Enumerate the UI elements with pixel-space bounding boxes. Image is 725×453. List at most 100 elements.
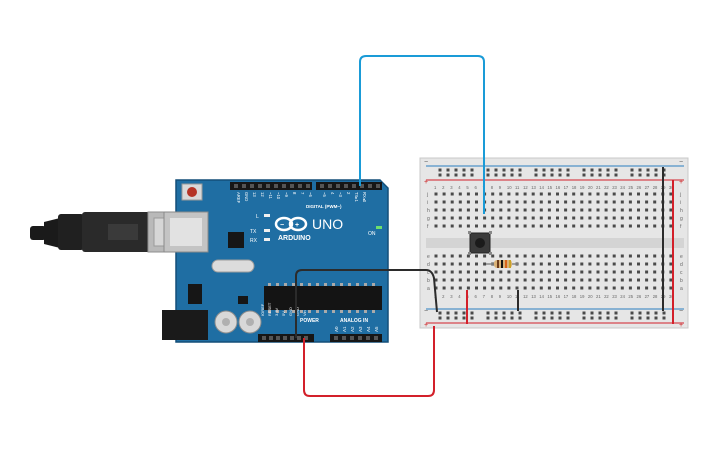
column-number-bottom: 12: [523, 294, 528, 299]
column-number-top: 8: [491, 185, 494, 190]
header-pin[interactable]: [328, 184, 332, 188]
analog-pin[interactable]: [366, 336, 370, 340]
column-number-top: 20: [588, 185, 593, 190]
header-pin[interactable]: [306, 184, 310, 188]
digital-pin-label: ~9: [284, 192, 289, 197]
header-pin[interactable]: [344, 184, 348, 188]
digital-header-right[interactable]: [316, 182, 382, 190]
dc-power-jack[interactable]: [162, 310, 208, 340]
column-number-bottom: 8: [491, 294, 494, 299]
digital-pin-label: ~3: [338, 192, 343, 197]
usb-chip: [228, 232, 244, 248]
digital-header-left[interactable]: [230, 182, 312, 190]
row-letter: j: [679, 192, 681, 198]
header-pin[interactable]: [360, 184, 364, 188]
column-number-top: 13: [531, 185, 536, 190]
row-letter: g: [680, 216, 683, 222]
analog-pin[interactable]: [350, 336, 354, 340]
power-pin[interactable]: [262, 336, 266, 340]
power-pin[interactable]: [297, 336, 301, 340]
breadboard[interactable]: 1122334455667788991010111112121313141415…: [419, 157, 689, 329]
column-number-bottom: 23: [612, 294, 617, 299]
rail-plus-top-right: +: [679, 179, 683, 186]
reset-button[interactable]: [187, 187, 197, 197]
header-pin[interactable]: [274, 184, 278, 188]
power-pin-label: RESET: [267, 302, 272, 316]
column-number-bottom: 6: [475, 294, 478, 299]
header-pin[interactable]: [352, 184, 356, 188]
column-number-top: 10: [507, 185, 512, 190]
row-letter: e: [680, 254, 683, 260]
row-letter: f: [427, 224, 429, 230]
column-number-bottom: 26: [637, 294, 642, 299]
column-number-bottom: 15: [547, 294, 552, 299]
header-pin[interactable]: [250, 184, 254, 188]
header-pin[interactable]: [266, 184, 270, 188]
digital-pin-label: GND: [244, 192, 249, 201]
arduino-logo: − +: [274, 216, 308, 232]
column-number-top: 22: [604, 185, 609, 190]
digital-pin-label: AREF: [236, 192, 241, 204]
row-letter: b: [427, 278, 430, 284]
column-number-top: 9: [499, 185, 502, 190]
analog-pin-label: A2: [350, 326, 355, 332]
analog-pin[interactable]: [358, 336, 362, 340]
power-pin[interactable]: [269, 336, 273, 340]
header-pin[interactable]: [320, 184, 324, 188]
column-number-top: 4: [458, 185, 461, 190]
header-pin[interactable]: [282, 184, 286, 188]
digital-pin-label: 13: [252, 192, 257, 197]
pushbutton[interactable]: [468, 231, 492, 255]
power-pin[interactable]: [290, 336, 294, 340]
row-letter: h: [680, 208, 683, 214]
header-pin[interactable]: [376, 184, 380, 188]
digital-pin-label: 7: [300, 192, 305, 195]
red-wire-5v[interactable]: [303, 326, 435, 397]
header-pin[interactable]: [234, 184, 238, 188]
digital-pin-label: 12: [260, 192, 265, 197]
header-pin[interactable]: [368, 184, 372, 188]
resistor[interactable]: [486, 260, 518, 268]
row-letter: b: [680, 278, 683, 284]
analog-pin[interactable]: [374, 336, 378, 340]
digital-header-label: DIGITAL (PWM~): [306, 204, 342, 209]
power-pin-label: 3.3V: [274, 307, 279, 316]
digital-pin-label: 8: [292, 192, 297, 195]
analog-header[interactable]: [330, 334, 382, 342]
column-number-bottom: 4: [458, 294, 461, 299]
rail-plus-top-left: +: [424, 179, 428, 186]
power-pin-label: 5V: [281, 311, 286, 316]
black-wire-gnd[interactable]: [295, 269, 438, 338]
row-letter: i: [427, 200, 428, 206]
power-pin[interactable]: [283, 336, 287, 340]
column-number-bottom: 24: [620, 294, 625, 299]
led-tx-label: TX: [250, 229, 257, 235]
analog-pin-label: A5: [374, 326, 379, 332]
analog-pin-label: A4: [366, 326, 371, 332]
column-number-top: 27: [645, 185, 650, 190]
header-pin[interactable]: [242, 184, 246, 188]
header-pin[interactable]: [290, 184, 294, 188]
column-number-top: 15: [547, 185, 552, 190]
crystal-oscillator: [211, 259, 255, 273]
blue-wire[interactable]: [359, 55, 485, 214]
power-pin[interactable]: [304, 336, 308, 340]
column-number-bottom: 9: [499, 294, 502, 299]
column-number-top: 6: [475, 185, 478, 190]
power-pin-label: GND: [295, 307, 300, 316]
digital-pin-label: ~11: [268, 192, 273, 199]
header-pin[interactable]: [298, 184, 302, 188]
power-pin[interactable]: [276, 336, 280, 340]
column-number-top: 16: [556, 185, 561, 190]
column-number-bottom: 28: [653, 294, 658, 299]
header-pin[interactable]: [336, 184, 340, 188]
power-label: POWER: [300, 318, 319, 324]
digital-pin-label: RX◂0: [362, 192, 367, 203]
header-pin[interactable]: [258, 184, 262, 188]
analog-label: ANALOG IN: [340, 318, 368, 324]
analog-pin[interactable]: [334, 336, 338, 340]
row-letter: f: [680, 224, 682, 230]
analog-pin[interactable]: [342, 336, 346, 340]
